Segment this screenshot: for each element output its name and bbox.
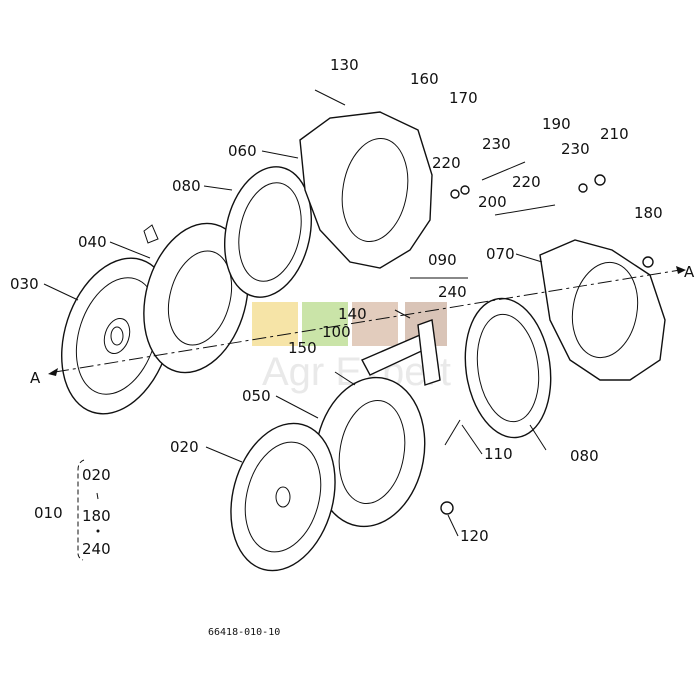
label-140: 140 bbox=[338, 305, 367, 323]
label-080b: 080 bbox=[570, 447, 599, 465]
label-100: 100 bbox=[322, 323, 351, 341]
label-180: 180 bbox=[634, 204, 663, 222]
part-labels: 130 160 170 060 220 230 190 230 210 220 … bbox=[10, 56, 695, 545]
friction-ring-080-upper bbox=[223, 166, 313, 298]
label-130: 130 bbox=[330, 56, 359, 74]
arrow-right-icon bbox=[676, 266, 686, 274]
label-040: 040 bbox=[78, 233, 107, 251]
label-120: 120 bbox=[460, 527, 489, 545]
pressure-plate-040 bbox=[143, 222, 249, 374]
assembly-parent: 010 bbox=[34, 504, 63, 522]
label-230b: 230 bbox=[561, 140, 590, 158]
label-160: 160 bbox=[410, 70, 439, 88]
axis-lines bbox=[48, 266, 686, 376]
label-170: 170 bbox=[449, 89, 478, 107]
label-200: 200 bbox=[478, 193, 507, 211]
label-230: 230 bbox=[482, 135, 511, 153]
view-marker-left: A bbox=[30, 369, 41, 387]
clutch-disc-020 bbox=[230, 422, 336, 572]
label-090: 090 bbox=[428, 251, 457, 269]
leader-lines bbox=[43, 150, 547, 537]
release-levers bbox=[314, 89, 654, 515]
friction-ring-080-lower bbox=[464, 297, 552, 439]
label-110: 110 bbox=[484, 445, 513, 463]
assembly-child-020: 020 bbox=[82, 466, 111, 484]
label-210: 210 bbox=[600, 125, 629, 143]
arrow-left-icon bbox=[48, 368, 58, 376]
housing-070 bbox=[539, 239, 666, 381]
diagram-code: 66418-010-10 bbox=[208, 627, 280, 638]
assembly-child-180: 180 bbox=[82, 507, 111, 525]
label-240: 240 bbox=[438, 283, 467, 301]
wheelbarrow-icon-tile bbox=[302, 302, 348, 346]
label-030: 030 bbox=[10, 275, 39, 293]
label-220b: 220 bbox=[512, 173, 541, 191]
label-220: 220 bbox=[432, 154, 461, 172]
tools-icon-tile bbox=[352, 302, 398, 346]
label-020: 020 bbox=[170, 438, 199, 456]
housing-060 bbox=[299, 111, 433, 269]
view-marker-right: A bbox=[684, 263, 695, 281]
assembly-group-010: 010 020 180 240 bbox=[34, 459, 111, 561]
assembly-child-240: 240 bbox=[82, 540, 111, 558]
label-190: 190 bbox=[542, 115, 571, 133]
label-050: 050 bbox=[242, 387, 271, 405]
label-080: 080 bbox=[172, 177, 201, 195]
label-150: 150 bbox=[288, 339, 317, 357]
label-070: 070 bbox=[486, 245, 515, 263]
label-060: 060 bbox=[228, 142, 257, 160]
